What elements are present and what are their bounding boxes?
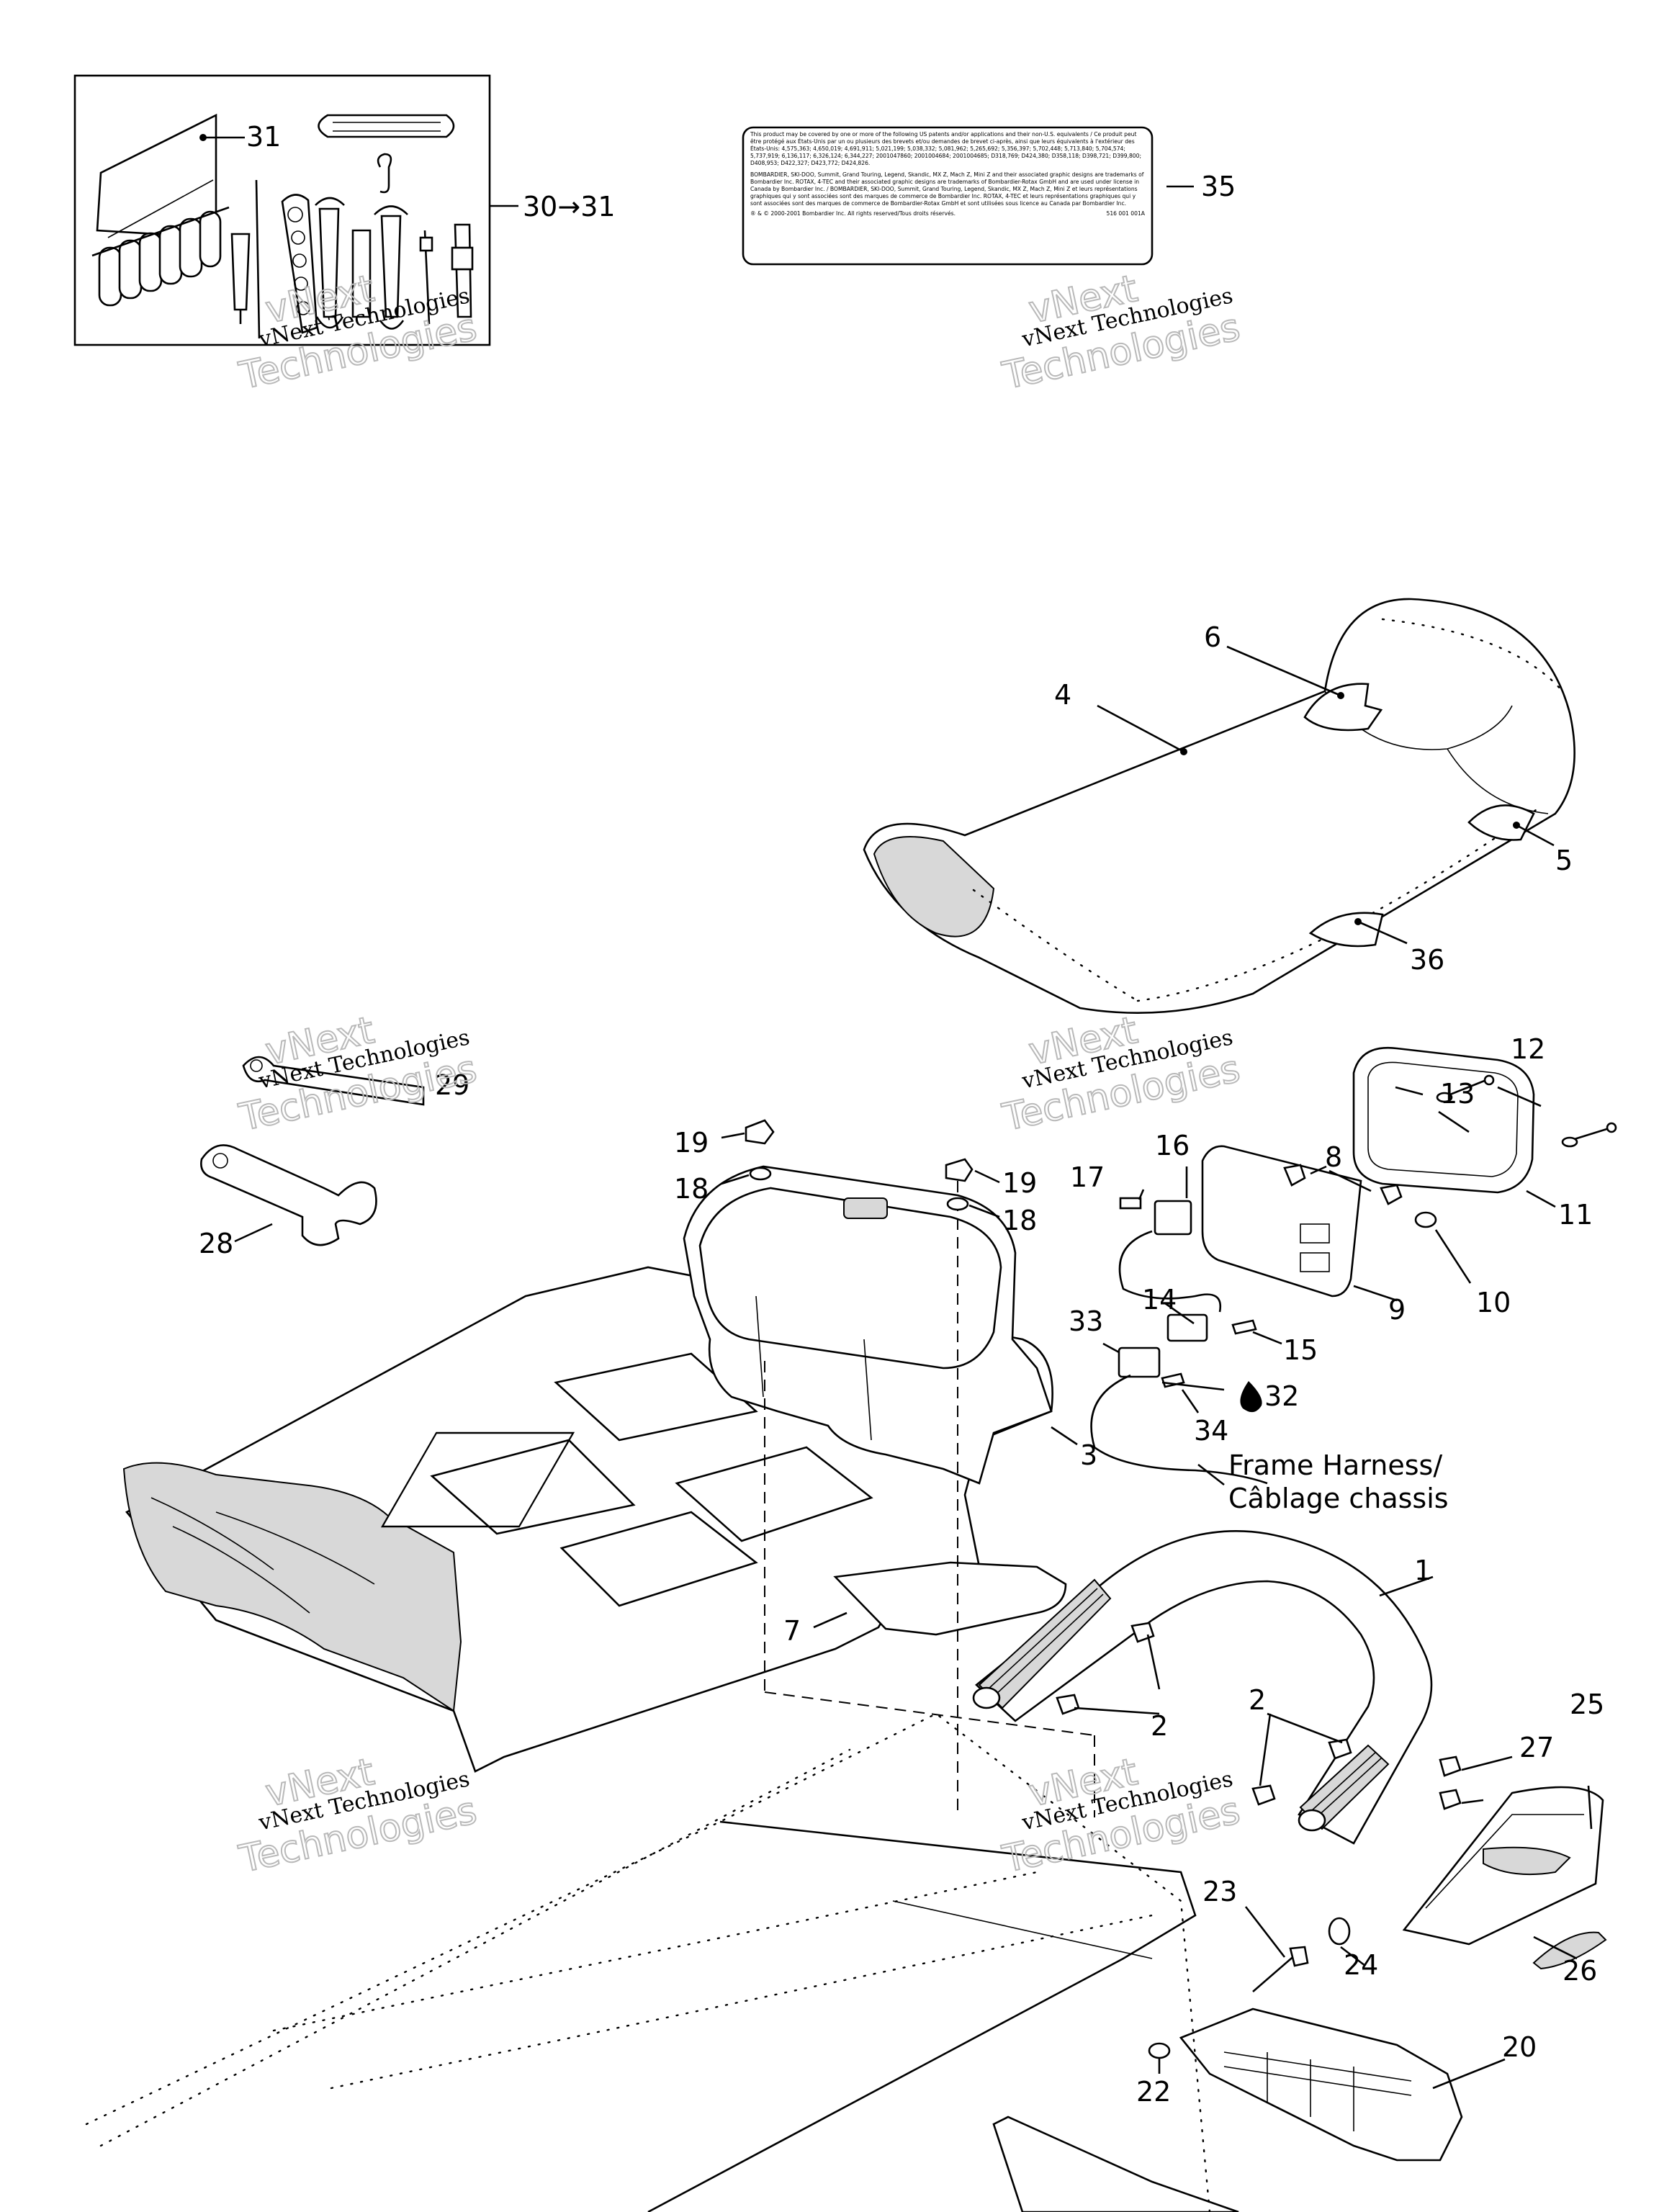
reflector-icon (1532, 1931, 1607, 1970)
callout-3: 3 (1080, 1439, 1097, 1471)
wrench-28-29 (200, 1056, 425, 1246)
callout-17: 17 (1070, 1161, 1105, 1193)
callout-19-left: 19 (674, 1127, 709, 1159)
callout-25: 25 (1570, 1689, 1604, 1720)
strap-icon (318, 114, 455, 138)
callout-9: 9 (1388, 1294, 1406, 1326)
harness-label-line1: Frame Harness/ (1228, 1449, 1442, 1481)
decal-paragraph-2: BOMBARDIER, SKI-DOO, Summit, Grand Touri… (750, 171, 1144, 207)
harness-label-line2: Câblage chassis (1228, 1483, 1449, 1514)
seat-assembly (863, 598, 1575, 1014)
callout-27: 27 (1519, 1732, 1554, 1763)
watermark-2: vNext vNext Technologies Technologies (998, 266, 1244, 399)
callout-5: 5 (1555, 845, 1573, 876)
callout-12: 12 (1511, 1033, 1545, 1065)
watermark-5: vNext vNext Technologies Technologies (235, 1750, 481, 1882)
callout-18-right: 18 (1002, 1205, 1037, 1236)
callout-15: 15 (1283, 1334, 1318, 1366)
callout-14: 14 (1142, 1284, 1177, 1316)
open-end-wrench-icon (315, 197, 372, 329)
rear-bumper (992, 1755, 1607, 2212)
spark-plug-wrench-icon (281, 194, 318, 334)
tunnel-outline (85, 1712, 1211, 2212)
callout-23: 23 (1202, 1876, 1237, 1907)
decal-paragraph-1: This product may be covered by one or mo… (750, 131, 1142, 166)
frame-storage (122, 1119, 1095, 1817)
callout-2-lower: 2 (1151, 1710, 1168, 1742)
grab-handle (972, 1530, 1434, 1845)
tail-light-group (1090, 1046, 1617, 1486)
callout-36: 36 (1410, 944, 1444, 976)
screw-12-icon (1436, 1074, 1617, 1148)
callout-10: 10 (1476, 1287, 1511, 1318)
nut-19-left-icon (721, 1119, 775, 1185)
decal-footer-right: 516 001 001A (1106, 210, 1145, 217)
decal-footer-left: ® & © 2000-2001 Bombardier Inc. All righ… (750, 210, 956, 217)
watermark-6: vNext vNext Technologies Technologies (998, 1750, 1244, 1882)
patent-decal: This product may be covered by one or mo… (742, 126, 1194, 266)
callout-4: 4 (1054, 679, 1071, 711)
ring-icon (1328, 1917, 1351, 1946)
callout-28: 28 (199, 1228, 233, 1259)
callout-31: 31 (246, 121, 281, 153)
watermark-4: vNext vNext Technologies Technologies (998, 1008, 1244, 1141)
callouts: 31 30→31 35 6 4 5 36 29 28 19 18 19 18 1… (199, 121, 1604, 2108)
callout-2-upper: 2 (1249, 1684, 1266, 1716)
callout-26: 26 (1563, 1955, 1597, 1987)
frame-harness-label: Frame Harness/ Câblage chassis (1228, 1449, 1449, 1514)
rivet-icon (1244, 1906, 1309, 1992)
callout-16: 16 (1155, 1130, 1190, 1161)
callout-22: 22 (1136, 2076, 1171, 2108)
callout-30-31: 30→31 (523, 191, 616, 222)
watermark-3: vNext vNext Technologies Technologies (235, 1008, 481, 1141)
tool-pouch-icon (91, 113, 230, 307)
callout-34: 34 (1194, 1415, 1228, 1447)
callout-32: 32 (1264, 1380, 1299, 1412)
callout-33: 33 (1069, 1305, 1103, 1337)
hook-icon (377, 153, 392, 194)
socket-wrench-icon (451, 223, 474, 318)
watermark-1: vNext vNext Technologies Technologies (235, 266, 481, 399)
patch-6-icon (1303, 683, 1383, 732)
tool-kit-box (73, 74, 518, 346)
callout-13: 13 (1440, 1078, 1475, 1110)
patch-36-icon (1308, 912, 1384, 948)
callout-20: 20 (1502, 2031, 1537, 2063)
patch-5-icon (1467, 804, 1535, 841)
callout-8: 8 (1325, 1141, 1342, 1173)
callout-7: 7 (783, 1615, 801, 1647)
screwdriver-icon (230, 179, 261, 339)
callout-29: 29 (435, 1069, 469, 1101)
callout-1: 1 (1414, 1555, 1431, 1586)
grease-drop-icon (1240, 1381, 1262, 1413)
callout-19-right: 19 (1002, 1167, 1037, 1199)
callout-18-left: 18 (674, 1173, 709, 1205)
callout-35: 35 (1201, 171, 1236, 202)
washer-22-icon (1148, 2042, 1171, 2059)
nut-19-right-icon (945, 1158, 1000, 1218)
callout-24: 24 (1344, 1949, 1378, 1981)
combination-wrench-icon (374, 205, 433, 330)
callout-11: 11 (1558, 1199, 1593, 1231)
callout-6: 6 (1204, 621, 1221, 653)
